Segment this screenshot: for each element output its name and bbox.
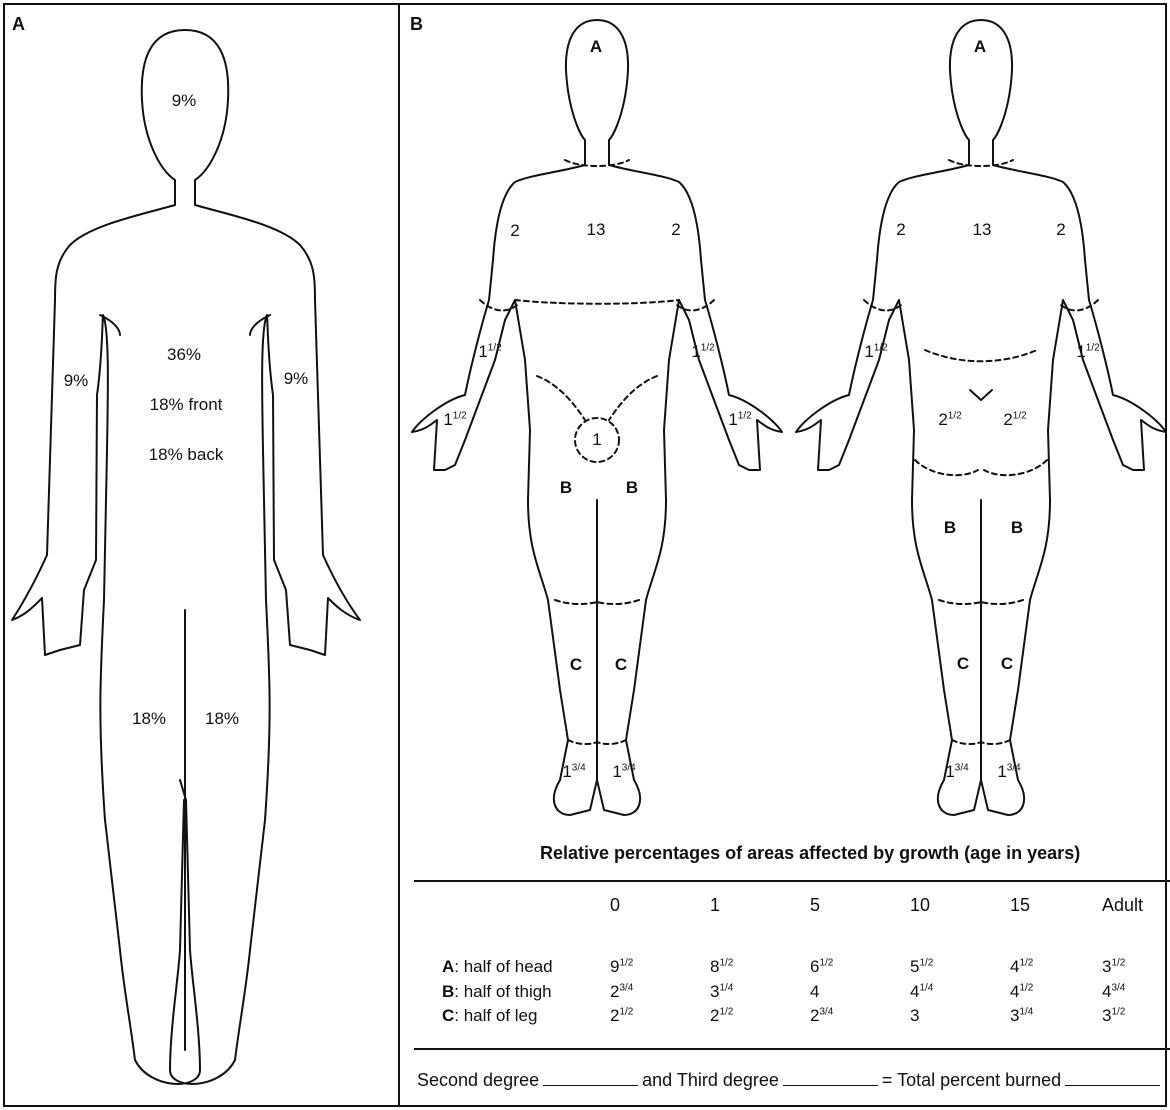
table-cell: 23/4 [610,982,633,1002]
front-forearm-left: 11/2 [478,342,501,362]
burn-total-formula: Second degree and Third degree = Total per… [417,1070,1164,1091]
column-header: Adult [1102,895,1143,916]
back-trunk-label: 13 [973,220,992,240]
table-cell: 41/4 [910,982,933,1002]
table-cell: 41/2 [1010,957,1033,977]
front-trunk-label: 13 [587,220,606,240]
front-leg-right: C [615,655,627,675]
front-forearm-right: 11/2 [691,342,714,362]
table-cell: 31/2 [1102,957,1125,977]
table-cell: 23/4 [810,1006,833,1026]
fig-a-left-leg-pct: 18% [132,709,166,729]
back-leg-right: C [1001,654,1013,674]
front-foot-right: 13/4 [612,762,635,782]
column-header: 0 [610,895,620,916]
front-head-label: A [590,37,602,57]
table-cell: 21/2 [610,1006,633,1026]
front-hand-right: 11/2 [728,410,751,430]
table-cell: 4 [810,982,819,1002]
row-label: B: half of thigh [442,982,552,1002]
front-thigh-left: B [560,478,572,498]
table-cell: 21/2 [710,1006,733,1026]
back-buttock-left: 21/2 [938,410,961,430]
growth-table-caption: Relative percentages of areas affected b… [540,843,1080,864]
column-header: 1 [710,895,720,916]
front-upper-arm-right: 2 [671,220,680,240]
back-head-label: A [974,37,986,57]
table-cell: 41/2 [1010,982,1033,1002]
total-burned-blank[interactable] [1065,1071,1160,1086]
back-forearm-left: 11/2 [864,342,887,362]
third-degree-label: and Third degree [642,1070,779,1090]
fig-a-right-arm-pct: 9% [284,369,309,389]
front-upper-arm-left: 2 [510,221,519,241]
back-buttock-right: 21/2 [1003,410,1026,430]
row-label: A: half of head [442,957,553,977]
table-cell: 31/2 [1102,1006,1125,1026]
front-hand-left: 11/2 [443,410,466,430]
figure-b-back-outline [796,20,1166,815]
third-degree-blank[interactable] [783,1071,878,1086]
back-leg-left: C [957,654,969,674]
table-bottom-rule [414,1048,1170,1050]
front-genital-label: 1 [592,430,601,450]
fig-a-head-pct: 9% [172,91,197,111]
table-cell: 81/2 [710,957,733,977]
table-cell: 31/4 [710,982,733,1002]
table-top-rule [414,880,1170,882]
table-cell: 91/2 [610,957,633,977]
figure-b-front-outline [412,20,782,815]
panel-a-label: A [12,14,25,35]
back-thigh-right: B [1011,518,1023,538]
back-forearm-right: 11/2 [1076,342,1099,362]
front-leg-left: C [570,655,582,675]
column-header: 15 [1010,895,1030,916]
back-foot-right: 13/4 [997,762,1020,782]
second-degree-blank[interactable] [543,1071,638,1086]
fig-a-trunk-back: 18% back [149,445,224,465]
figure-a-outline [12,30,360,1084]
second-degree-label: Second degree [417,1070,539,1090]
column-header: 5 [810,895,820,916]
back-upper-arm-right: 2 [1056,220,1065,240]
fig-a-trunk-front: 18% front [150,395,223,415]
total-burned-label: = Total percent burned [882,1070,1061,1090]
panel-b-label: B [410,14,423,35]
fig-a-right-leg-pct: 18% [205,709,239,729]
column-header: 10 [910,895,930,916]
front-thigh-right: B [626,478,638,498]
table-cell: 31/4 [1010,1006,1033,1026]
row-label: C: half of leg [442,1006,537,1026]
fig-a-left-arm-pct: 9% [64,371,89,391]
table-cell: 43/4 [1102,982,1125,1002]
back-foot-left: 13/4 [945,762,968,782]
back-thigh-left: B [944,518,956,538]
table-cell: 51/2 [910,957,933,977]
back-upper-arm-left: 2 [896,220,905,240]
table-cell: 61/2 [810,957,833,977]
front-foot-left: 13/4 [562,762,585,782]
fig-a-trunk-pct: 36% [167,345,201,365]
table-cell: 3 [910,1006,919,1026]
